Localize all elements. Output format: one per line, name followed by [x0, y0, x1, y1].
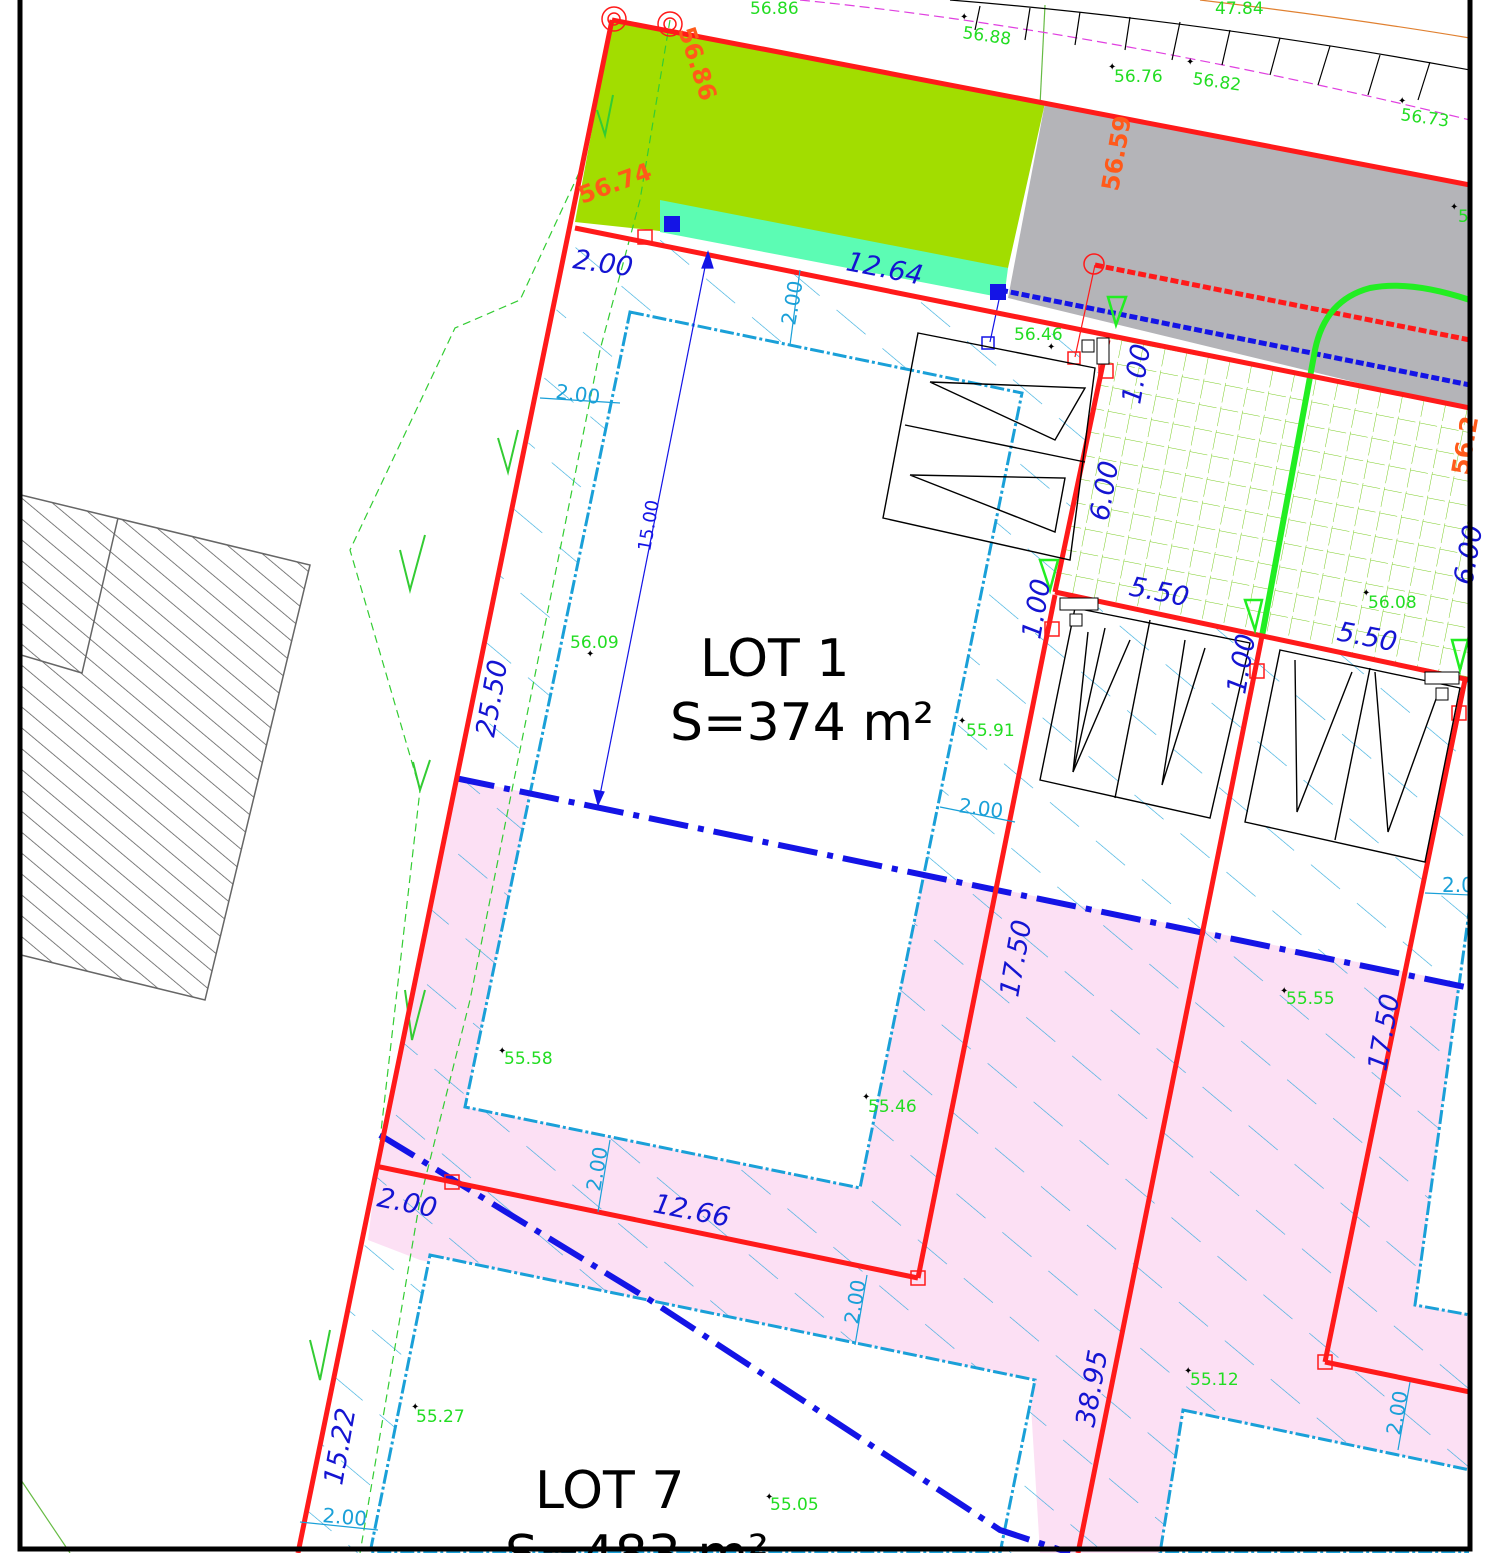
svg-text:✦: ✦ — [1280, 986, 1288, 997]
svg-text:✦: ✦ — [1362, 588, 1370, 599]
setback-label: 2.00 — [322, 1503, 368, 1531]
elevation-label: 55.27 — [416, 1407, 465, 1427]
blue-network-line — [999, 287, 1469, 388]
lot-area: S=374 m² — [670, 693, 934, 753]
lot2-hatch — [918, 592, 1265, 1553]
lot-1-label: LOT 1 S=374 m² — [670, 629, 934, 753]
zoning-line — [378, 775, 1469, 1553]
svg-text:✦: ✦ — [958, 716, 966, 727]
road-edge — [799, 0, 1469, 121]
elevation-label: 56.73 — [1399, 105, 1450, 132]
red-network-line — [1094, 262, 1469, 343]
access-markers — [1038, 295, 1469, 675]
elevation-label: 56.76 — [1114, 67, 1163, 87]
lot-boundaries — [295, 17, 1469, 1553]
svg-text:✦: ✦ — [586, 649, 594, 660]
svg-text:✦: ✦ — [1186, 57, 1194, 68]
survey-markers — [444, 6, 1467, 1370]
elevation-label: 47.84 — [1215, 0, 1264, 19]
elevation-label: 56.86 — [750, 0, 799, 19]
lot-name: LOT 1 — [700, 629, 849, 689]
elevation-label: 55.46 — [868, 1097, 917, 1117]
elevation-label: 55.12 — [1190, 1370, 1239, 1390]
elevation-label: 5 — [1458, 207, 1469, 227]
elevation-label: 56.46 — [1014, 325, 1063, 345]
elevation-label: 55.58 — [504, 1049, 553, 1069]
svg-text:✦: ✦ — [960, 12, 968, 23]
svg-text:✦: ✦ — [411, 1402, 419, 1413]
svg-text:✦: ✦ — [862, 1092, 870, 1103]
svg-text:✦: ✦ — [765, 1492, 773, 1503]
elevation-label: 56.08 — [1368, 593, 1417, 613]
elevation-crosses: ✦ ✦ ✦ ✦ ✦ ✦ ✦ ✦ ✦ ✦ ✦ ✦ ✦ ✦ ✦ — [411, 12, 1458, 1503]
neighbour-building — [21, 494, 311, 1001]
parking-grid — [1055, 335, 1469, 680]
lot3-hatch — [1090, 636, 1469, 1553]
elevation-label: 56.09 — [570, 633, 619, 653]
access-arrow — [1259, 282, 1469, 637]
elevation-label: 55.91 — [966, 721, 1015, 741]
elevation-label: 56.82 — [1191, 69, 1242, 96]
svg-text:✦: ✦ — [1398, 96, 1406, 107]
buildable-areas — [368, 310, 1469, 1553]
drawing-frame — [17, 0, 1473, 1552]
elevation-label: 55.05 — [770, 1495, 819, 1515]
svg-text:✦: ✦ — [1108, 62, 1116, 73]
elevation-label: 55.55 — [1286, 989, 1335, 1009]
svg-text:✦: ✦ — [1450, 202, 1458, 213]
svg-text:✦: ✦ — [498, 1046, 506, 1057]
parking-bays — [882, 332, 1461, 863]
cyan-zone — [660, 200, 1008, 298]
svg-text:✦: ✦ — [1184, 1366, 1192, 1377]
svg-text:✦: ✦ — [1047, 342, 1055, 353]
vegetation-symbols — [309, 94, 614, 1381]
gray-zone — [1008, 103, 1469, 410]
elevation-label: 56.88 — [961, 23, 1012, 50]
lot-name: LOT 7 — [535, 1461, 684, 1521]
